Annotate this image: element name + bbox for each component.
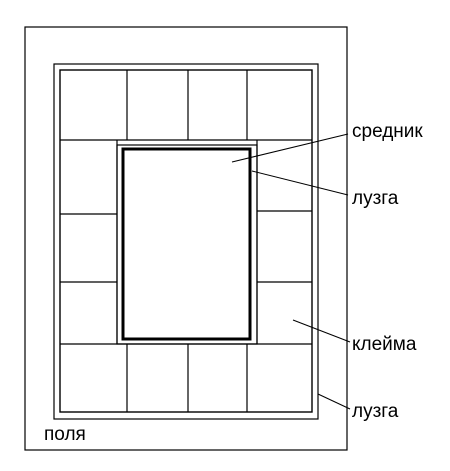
- board-outline: [24, 26, 348, 451]
- label-kleima: клейма: [352, 334, 417, 355]
- leader-luzga-inner: [251, 170, 349, 196]
- leader-srednik: [231, 133, 349, 163]
- leader-kleima: [292, 319, 351, 343]
- label-luzga-outer: лузга: [352, 401, 399, 422]
- label-luzga-inner: лузга: [352, 188, 399, 209]
- outer-luzga-inner-line: [59, 69, 313, 413]
- label-polya: поля: [44, 424, 86, 445]
- leader-lines: [231, 133, 351, 410]
- inner-luzga-outer-line: [116, 144, 258, 345]
- label-srednik: средник: [352, 121, 423, 142]
- kleima-grid: [60, 70, 312, 412]
- inner-luzga-inner-line: [121, 147, 252, 341]
- outer-luzga-outer-line: [53, 63, 319, 420]
- leader-luzga-outer: [317, 393, 351, 410]
